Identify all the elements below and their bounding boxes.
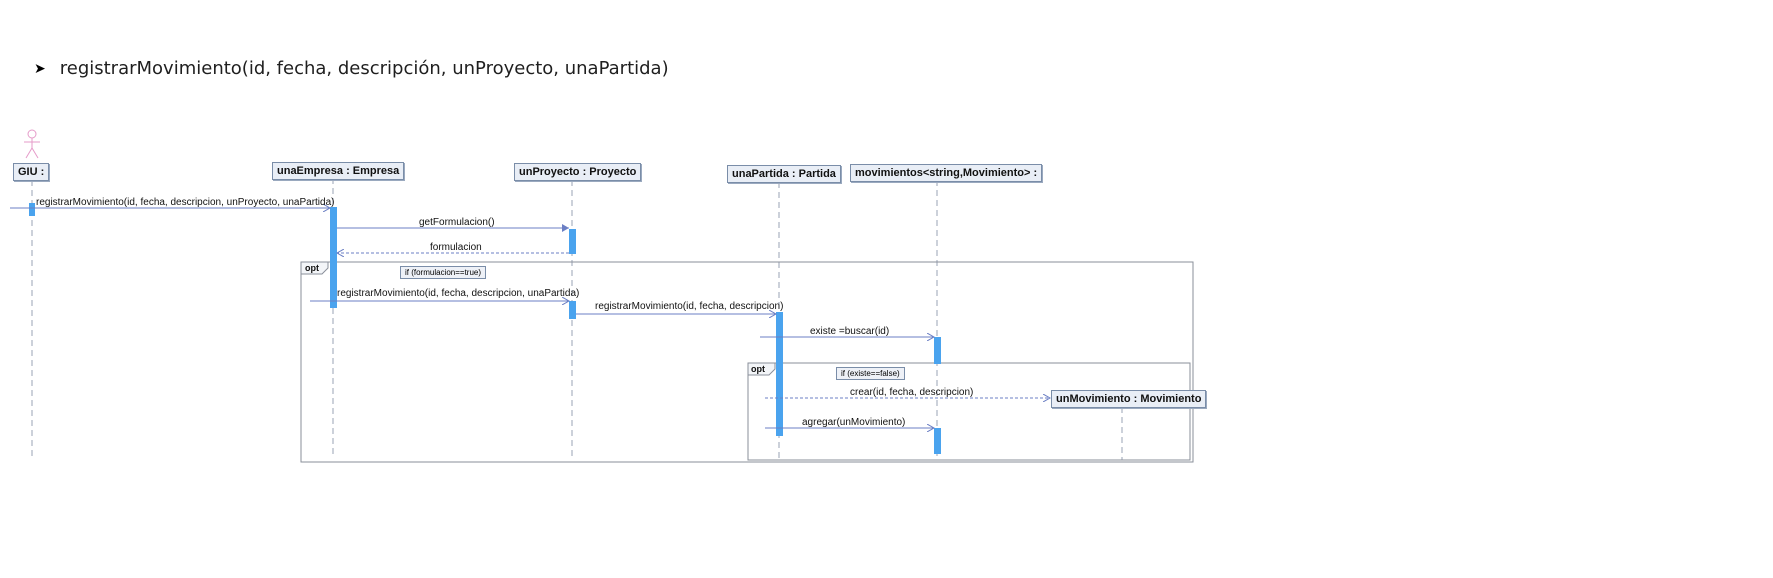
- activation-proyecto-1: [569, 229, 576, 254]
- lifeline-head-proyecto: unProyecto : Proyecto: [514, 163, 642, 181]
- message-label-7: crear(id, fecha, descripcion): [850, 387, 974, 398]
- activation-proyecto-2: [569, 301, 576, 319]
- activation-giu: [29, 203, 35, 216]
- message-label-3: formulacion: [430, 242, 482, 253]
- opt-tag-inner: opt: [751, 364, 765, 374]
- message-label-5: registrarMovimiento(id, fecha, descripci…: [595, 301, 784, 312]
- opt-tag-outer: opt: [305, 263, 319, 273]
- heading-text: registrarMovimiento(id, fecha, descripci…: [59, 58, 669, 79]
- message-label-1: registrarMovimiento(id, fecha, descripci…: [36, 197, 335, 208]
- page-heading: ➤ registrarMovimiento(id, fecha, descrip…: [34, 58, 669, 79]
- opt-frame-inner: [747, 362, 1191, 461]
- activation-movimientos-1: [934, 337, 941, 364]
- guard-inner: if (existe==false): [836, 367, 905, 380]
- message-label-6: existe =buscar(id): [810, 326, 890, 337]
- actor-icon: [24, 129, 40, 159]
- lifeline-head-empresa: unaEmpresa : Empresa: [272, 162, 405, 180]
- activation-movimientos-2: [934, 428, 941, 454]
- opt-frame-outer: [300, 261, 1194, 463]
- lifeline-head-movimientos: movimientos<string,Movimiento> :: [850, 164, 1043, 182]
- message-label-2: getFormulacion(): [419, 217, 495, 228]
- lifeline-head-partida: unaPartida : Partida: [727, 165, 841, 183]
- guard-outer: if (formulacion==true): [400, 266, 487, 279]
- bullet-arrow-icon: ➤: [34, 60, 46, 77]
- message-label-4: registrarMovimiento(id, fecha, descripci…: [337, 288, 580, 299]
- lifeline-head-movimiento: unMovimiento : Movimiento: [1051, 390, 1207, 408]
- activation-empresa: [330, 207, 337, 308]
- activation-partida: [776, 312, 783, 436]
- lifeline-head-giu: GIU :: [13, 163, 50, 181]
- message-label-8: agregar(unMovimiento): [802, 417, 906, 428]
